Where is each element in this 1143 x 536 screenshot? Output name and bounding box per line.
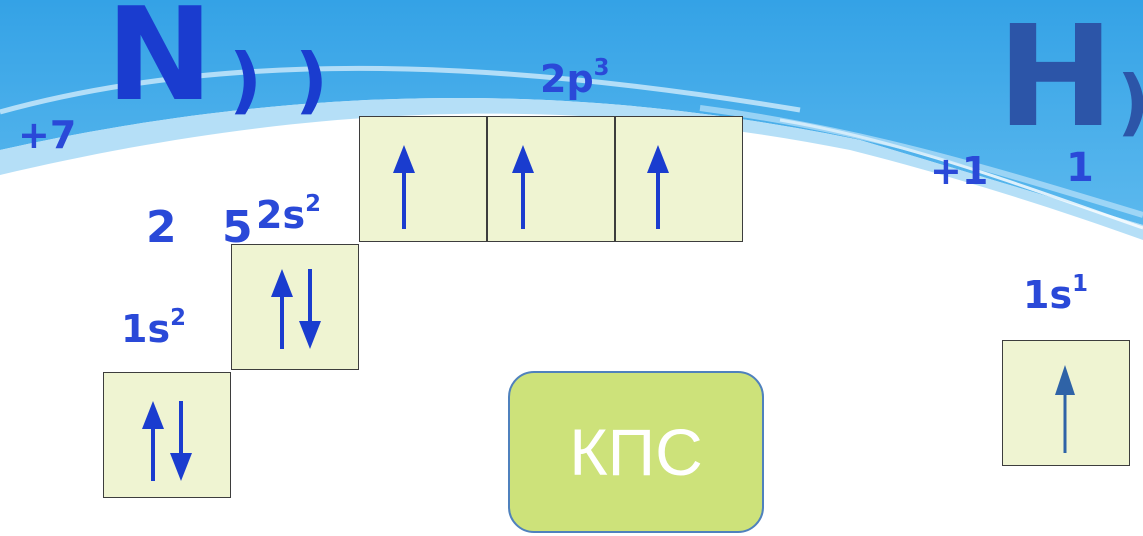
sublevel-base: 2p [540,57,594,101]
up-arrow-icon [647,145,669,229]
orbital-cell-1s [103,372,231,498]
orbital-cell-2p-2 [487,116,615,242]
nitrogen-shell1-count: 2 [146,202,177,253]
sublevel-base: 1s [121,307,171,351]
nitrogen-symbol: N [106,0,214,130]
hydrogen-orbital-cell-1s [1002,340,1130,466]
up-down-arrows-icon [142,401,192,481]
hydrogen-charge: +1 [930,149,989,193]
kps-button[interactable]: КПС [508,371,764,533]
up-arrow-icon [1055,365,1075,453]
up-arrow-icon [512,145,534,229]
sublevel-1s-label: 1s2 [121,307,186,351]
nitrogen-shell2-count: 5 [222,202,253,253]
sublevel-base: 2s [256,193,306,237]
hydrogen-shell1-count: 1 [1066,145,1094,191]
orbital-cell-2p-1 [359,116,487,242]
hydrogen-sublevel-1s-label: 1s1 [1023,273,1088,317]
up-down-arrows-icon [271,269,321,349]
hydrogen-symbol: H [997,0,1115,159]
orbital-cell-2p-3 [615,116,743,242]
nitrogen-charge: +7 [18,113,77,157]
sublevel-2p-label: 2p3 [540,57,610,101]
up-arrow-icon [393,145,415,229]
nitrogen-shells: ) ) [229,38,332,122]
sublevel-exponent: 3 [593,54,610,81]
hydrogen-shells: ) [1117,66,1143,138]
sublevel-base: 1s [1023,273,1073,317]
sublevel-exponent: 1 [1072,270,1088,297]
sublevel-exponent: 2 [170,304,186,331]
orbital-cell-2s [231,244,359,370]
kps-button-label: КПС [569,415,703,489]
sublevel-exponent: 2 [305,190,321,217]
sublevel-2s-label: 2s2 [256,193,321,237]
